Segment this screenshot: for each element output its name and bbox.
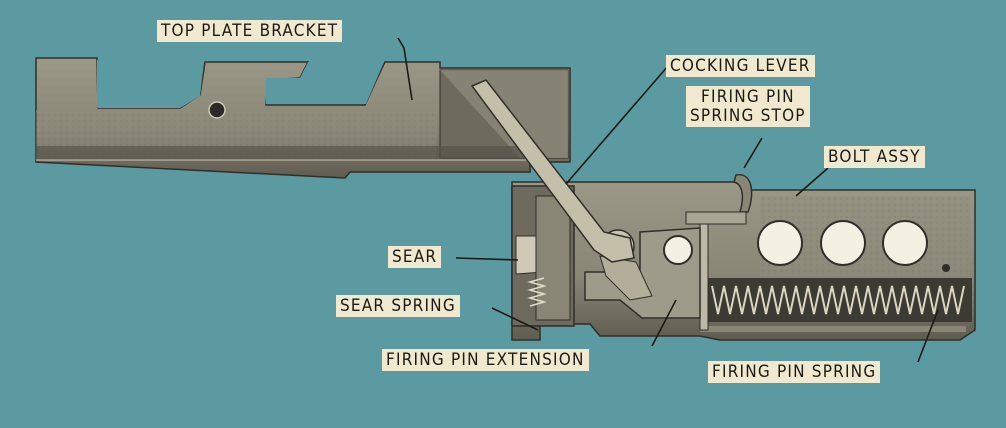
sear-body — [535, 195, 571, 321]
leader-bolt-assy — [795, 167, 829, 197]
lever-tail — [599, 255, 653, 301]
label-firing-pin-spring-stop: FIRING PIN SPRING STOP — [686, 86, 810, 127]
bracket-slot-left — [97, 60, 204, 108]
label-sear: SEAR — [388, 246, 442, 268]
firing-pin-spring-coils — [711, 285, 965, 315]
label-firing-pin-extension: FIRING PIN EXTENSION — [382, 349, 589, 371]
leader-lines — [397, 37, 939, 363]
cocking-lever-part — [470, 79, 635, 263]
stop-plate — [685, 211, 747, 225]
label-cocking-lever: COCKING LEVER — [666, 55, 815, 77]
bracket-hole — [208, 101, 226, 119]
extension-hole — [663, 235, 693, 265]
label-bolt-assy: BOLT ASSY — [824, 146, 925, 168]
leader-cocking-lever — [565, 65, 669, 185]
top-plate-bracket-part — [35, 57, 571, 179]
leader-firing-pin-spring — [917, 309, 939, 363]
firing-pin-rod — [700, 326, 966, 332]
label-top-plate-bracket: TOP PLATE BRACKET — [157, 20, 343, 42]
leader-spring-stop — [743, 137, 763, 169]
bracket-slot-right — [266, 62, 384, 104]
label-firing-pin-spring: FIRING PIN SPRING — [708, 361, 881, 383]
bolt-hole-2 — [820, 220, 866, 266]
stop-bar — [699, 211, 709, 331]
leader-sear — [455, 257, 519, 261]
leader-sear-spring — [491, 307, 539, 331]
bolt-assembly-part — [511, 174, 976, 341]
bolt-rivet — [942, 264, 950, 272]
bolt-hole-3 — [882, 220, 928, 266]
leader-top-plate-bracket — [397, 37, 413, 101]
leader-firing-pin-extension — [651, 299, 677, 347]
sear-spring-coils — [527, 277, 547, 307]
bracket-shadow-strip — [36, 146, 528, 160]
bolt-hole-1 — [757, 220, 803, 266]
label-sear-spring: SEAR SPRING — [336, 295, 460, 317]
